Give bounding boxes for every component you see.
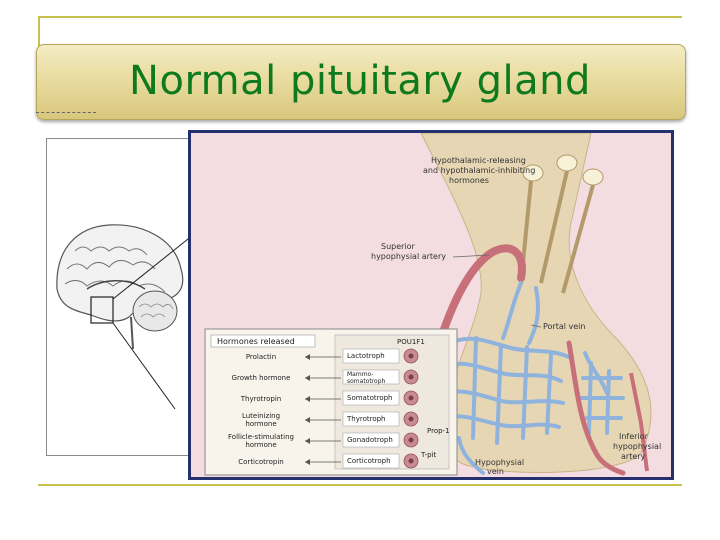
- label-inferior-3: artery: [621, 452, 646, 461]
- hormone-label: Corticotropin: [238, 458, 283, 466]
- cell-type-label: somatotroph: [347, 378, 386, 385]
- cell-type-box: [342, 390, 400, 406]
- arrow-head: [305, 354, 310, 360]
- hormones-header: Hormones released: [217, 337, 295, 346]
- title-bar: [36, 44, 686, 120]
- cell-type-label: Lactotroph: [347, 352, 385, 360]
- neuron-cells: [519, 154, 604, 294]
- hormone-label: Thyrotropin: [240, 395, 281, 403]
- cell-type-box: [342, 348, 400, 364]
- top-rule: [38, 16, 682, 18]
- label-pou1f1: POU1F1: [397, 338, 425, 346]
- label-inferior-1: Inferior: [619, 432, 649, 441]
- bottom-rule: [38, 484, 682, 486]
- hormone-label: hormone: [245, 441, 276, 449]
- cell-type-label: Mammo-: [347, 371, 374, 378]
- cell-nucleus-icon: [408, 374, 414, 380]
- cell-type-box: [342, 453, 400, 469]
- hormone-label: Luteinizing: [242, 412, 280, 420]
- cell-nucleus-icon: [408, 416, 414, 422]
- brain-panel: [46, 138, 194, 456]
- cell-nucleus-icon: [408, 437, 414, 443]
- cell-nucleus-icon: [408, 458, 414, 464]
- label-prop1: Prop-1: [427, 427, 450, 435]
- dashed-line: [36, 112, 96, 114]
- arrow-head: [305, 438, 310, 444]
- label-tpit: T-pit: [420, 451, 437, 459]
- label-hypophysial-vein-2: vein: [487, 467, 504, 476]
- arrow-head: [305, 459, 310, 465]
- label-hypothalamic-3: hormones: [449, 176, 489, 185]
- cell-type-label: Corticotroph: [347, 457, 391, 465]
- arrow-head: [305, 417, 310, 423]
- hormone-label: Growth hormone: [232, 374, 291, 382]
- cell-type-box: [342, 432, 400, 448]
- cell-nucleus-icon: [408, 353, 414, 359]
- label-superior-2: hypophysial artery: [371, 252, 446, 261]
- cell-type-box: [342, 369, 400, 385]
- pituitary-diagram-panel: Hypothalamic-releasing and hypothalamic-…: [188, 130, 674, 480]
- label-hypothalamic-2: and hypothalamic-inhibiting: [423, 166, 535, 175]
- label-superior-1: Superior: [381, 242, 416, 251]
- arrow-head: [305, 375, 310, 381]
- hormones-inset: Hormones released POU1F1 Prop-1 T-pit Pr…: [204, 328, 458, 476]
- label-inferior-2: hypophysial: [613, 442, 661, 451]
- cell-type-label: Thyrotroph: [346, 415, 386, 423]
- cell-nucleus-icon: [408, 395, 414, 401]
- label-hypophysial-vein-1: Hypophysial: [475, 458, 524, 467]
- cell-type-label: Somatotroph: [347, 394, 393, 402]
- cell-type-box: [342, 411, 400, 427]
- brain-illustration: [56, 224, 194, 410]
- hormone-label: Follicle-stimulating: [228, 433, 294, 441]
- label-hypothalamic-1: Hypothalamic-releasing: [431, 156, 526, 165]
- pituitary-diagram: Hypothalamic-releasing and hypothalamic-…: [191, 133, 671, 477]
- label-portal-vein: Portal vein: [543, 322, 585, 331]
- hormone-label: Prolactin: [246, 353, 276, 361]
- slide-title: Normal pituitary gland: [129, 58, 591, 104]
- arrow-head: [305, 396, 310, 402]
- hormone-label: hormone: [245, 420, 276, 428]
- cell-type-label: Gonadotroph: [347, 436, 393, 444]
